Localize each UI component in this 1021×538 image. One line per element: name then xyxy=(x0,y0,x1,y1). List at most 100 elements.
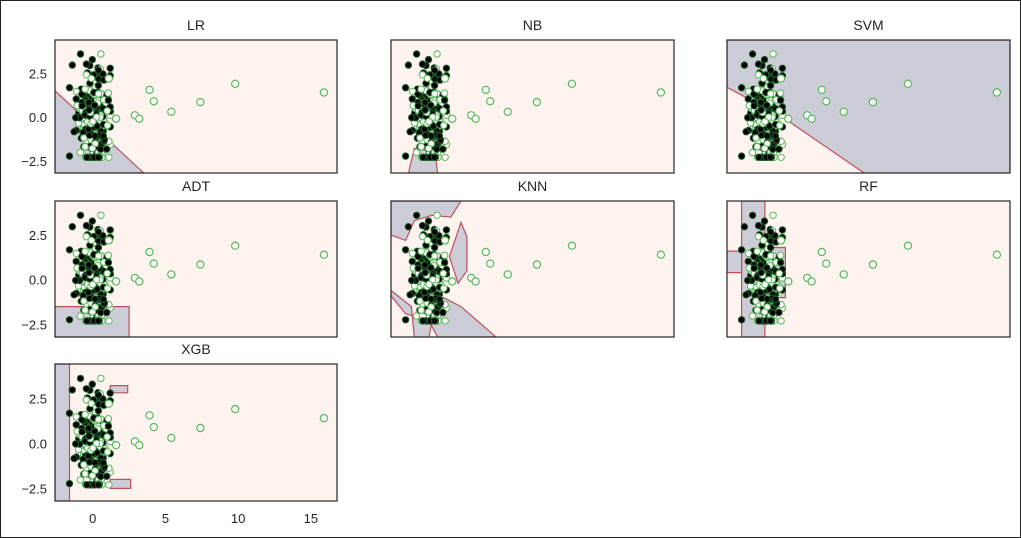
data-point xyxy=(992,88,1002,97)
data-point xyxy=(757,268,765,277)
data-point xyxy=(430,317,439,325)
data-point xyxy=(776,236,786,245)
data-point xyxy=(757,106,765,114)
data-point xyxy=(91,427,99,435)
data-point xyxy=(83,481,91,489)
data-point xyxy=(78,264,86,272)
data-point xyxy=(442,64,451,73)
data-point xyxy=(424,308,433,316)
data-point xyxy=(767,252,775,260)
data-point xyxy=(106,389,114,397)
data-point xyxy=(104,74,114,83)
data-point xyxy=(760,55,769,64)
data-point xyxy=(440,258,449,267)
data-point xyxy=(104,236,114,245)
data-point xyxy=(65,479,74,488)
decision-region xyxy=(727,250,743,274)
data-point xyxy=(754,232,763,241)
data-point xyxy=(103,145,111,153)
data-point xyxy=(104,96,113,104)
data-point xyxy=(94,81,103,90)
data-point xyxy=(430,243,439,252)
axes-frame xyxy=(54,39,338,174)
data-point xyxy=(76,476,85,484)
data-point xyxy=(431,252,439,260)
data-point xyxy=(440,284,448,292)
data-point xyxy=(414,102,422,110)
data-point xyxy=(230,79,240,89)
data-point xyxy=(85,432,93,440)
data-point xyxy=(408,249,417,258)
data-point xyxy=(76,312,85,320)
y-tick-label: 0.0 xyxy=(29,436,47,451)
data-point xyxy=(839,270,848,279)
data-point xyxy=(427,132,435,140)
data-point xyxy=(755,153,763,162)
data-point xyxy=(412,148,421,157)
data-point xyxy=(104,399,114,408)
y-tick-label: 2.5 xyxy=(29,66,47,81)
data-point xyxy=(80,461,88,469)
data-point xyxy=(760,308,769,316)
data-point xyxy=(769,145,777,153)
data-point xyxy=(91,132,99,140)
data-point xyxy=(145,85,154,95)
data-point xyxy=(763,264,771,272)
data-point xyxy=(103,121,112,130)
data-point xyxy=(750,264,758,272)
data-point xyxy=(419,317,427,325)
data-point xyxy=(435,295,444,303)
data-point xyxy=(97,472,105,481)
data-point xyxy=(868,260,878,269)
data-point xyxy=(430,153,439,162)
data-point xyxy=(778,64,787,73)
data-point xyxy=(440,74,450,83)
data-point xyxy=(412,312,421,320)
data-point xyxy=(439,145,447,153)
data-point xyxy=(70,128,78,136)
data-point xyxy=(149,422,158,432)
data-point xyxy=(89,117,97,126)
data-point xyxy=(903,79,913,89)
data-point xyxy=(441,317,449,325)
data-point xyxy=(103,308,111,317)
data-point xyxy=(481,85,490,95)
data-point xyxy=(759,74,768,83)
data-point xyxy=(418,60,427,68)
data-point xyxy=(99,132,108,140)
data-point xyxy=(748,148,757,157)
data-point xyxy=(83,153,91,162)
data-point xyxy=(429,276,437,284)
data-point xyxy=(105,153,113,162)
subplot-title: SVM xyxy=(853,17,883,33)
data-point xyxy=(103,107,111,115)
data-point xyxy=(65,246,74,254)
data-point xyxy=(737,246,746,254)
data-point xyxy=(65,84,74,92)
data-point xyxy=(87,399,96,408)
data-point xyxy=(740,223,749,231)
data-point xyxy=(744,113,752,122)
data-point xyxy=(68,386,77,394)
data-point xyxy=(92,276,101,284)
data-point xyxy=(88,308,97,316)
data-point xyxy=(72,421,80,429)
data-point xyxy=(425,280,433,289)
data-point xyxy=(196,260,205,269)
data-point xyxy=(94,317,103,325)
data-point xyxy=(430,228,439,236)
data-point xyxy=(94,481,103,489)
data-point xyxy=(776,89,785,97)
decision-region xyxy=(55,364,71,501)
data-point xyxy=(424,55,433,64)
data-point xyxy=(401,316,410,324)
decision-region xyxy=(391,201,462,242)
data-point xyxy=(903,241,913,250)
data-point xyxy=(319,88,329,97)
data-point xyxy=(408,95,416,103)
data-point xyxy=(94,228,103,236)
axes-frame xyxy=(390,39,675,174)
data-point xyxy=(417,143,425,151)
data-point xyxy=(532,260,542,269)
subplot-title: XGB xyxy=(181,341,211,357)
